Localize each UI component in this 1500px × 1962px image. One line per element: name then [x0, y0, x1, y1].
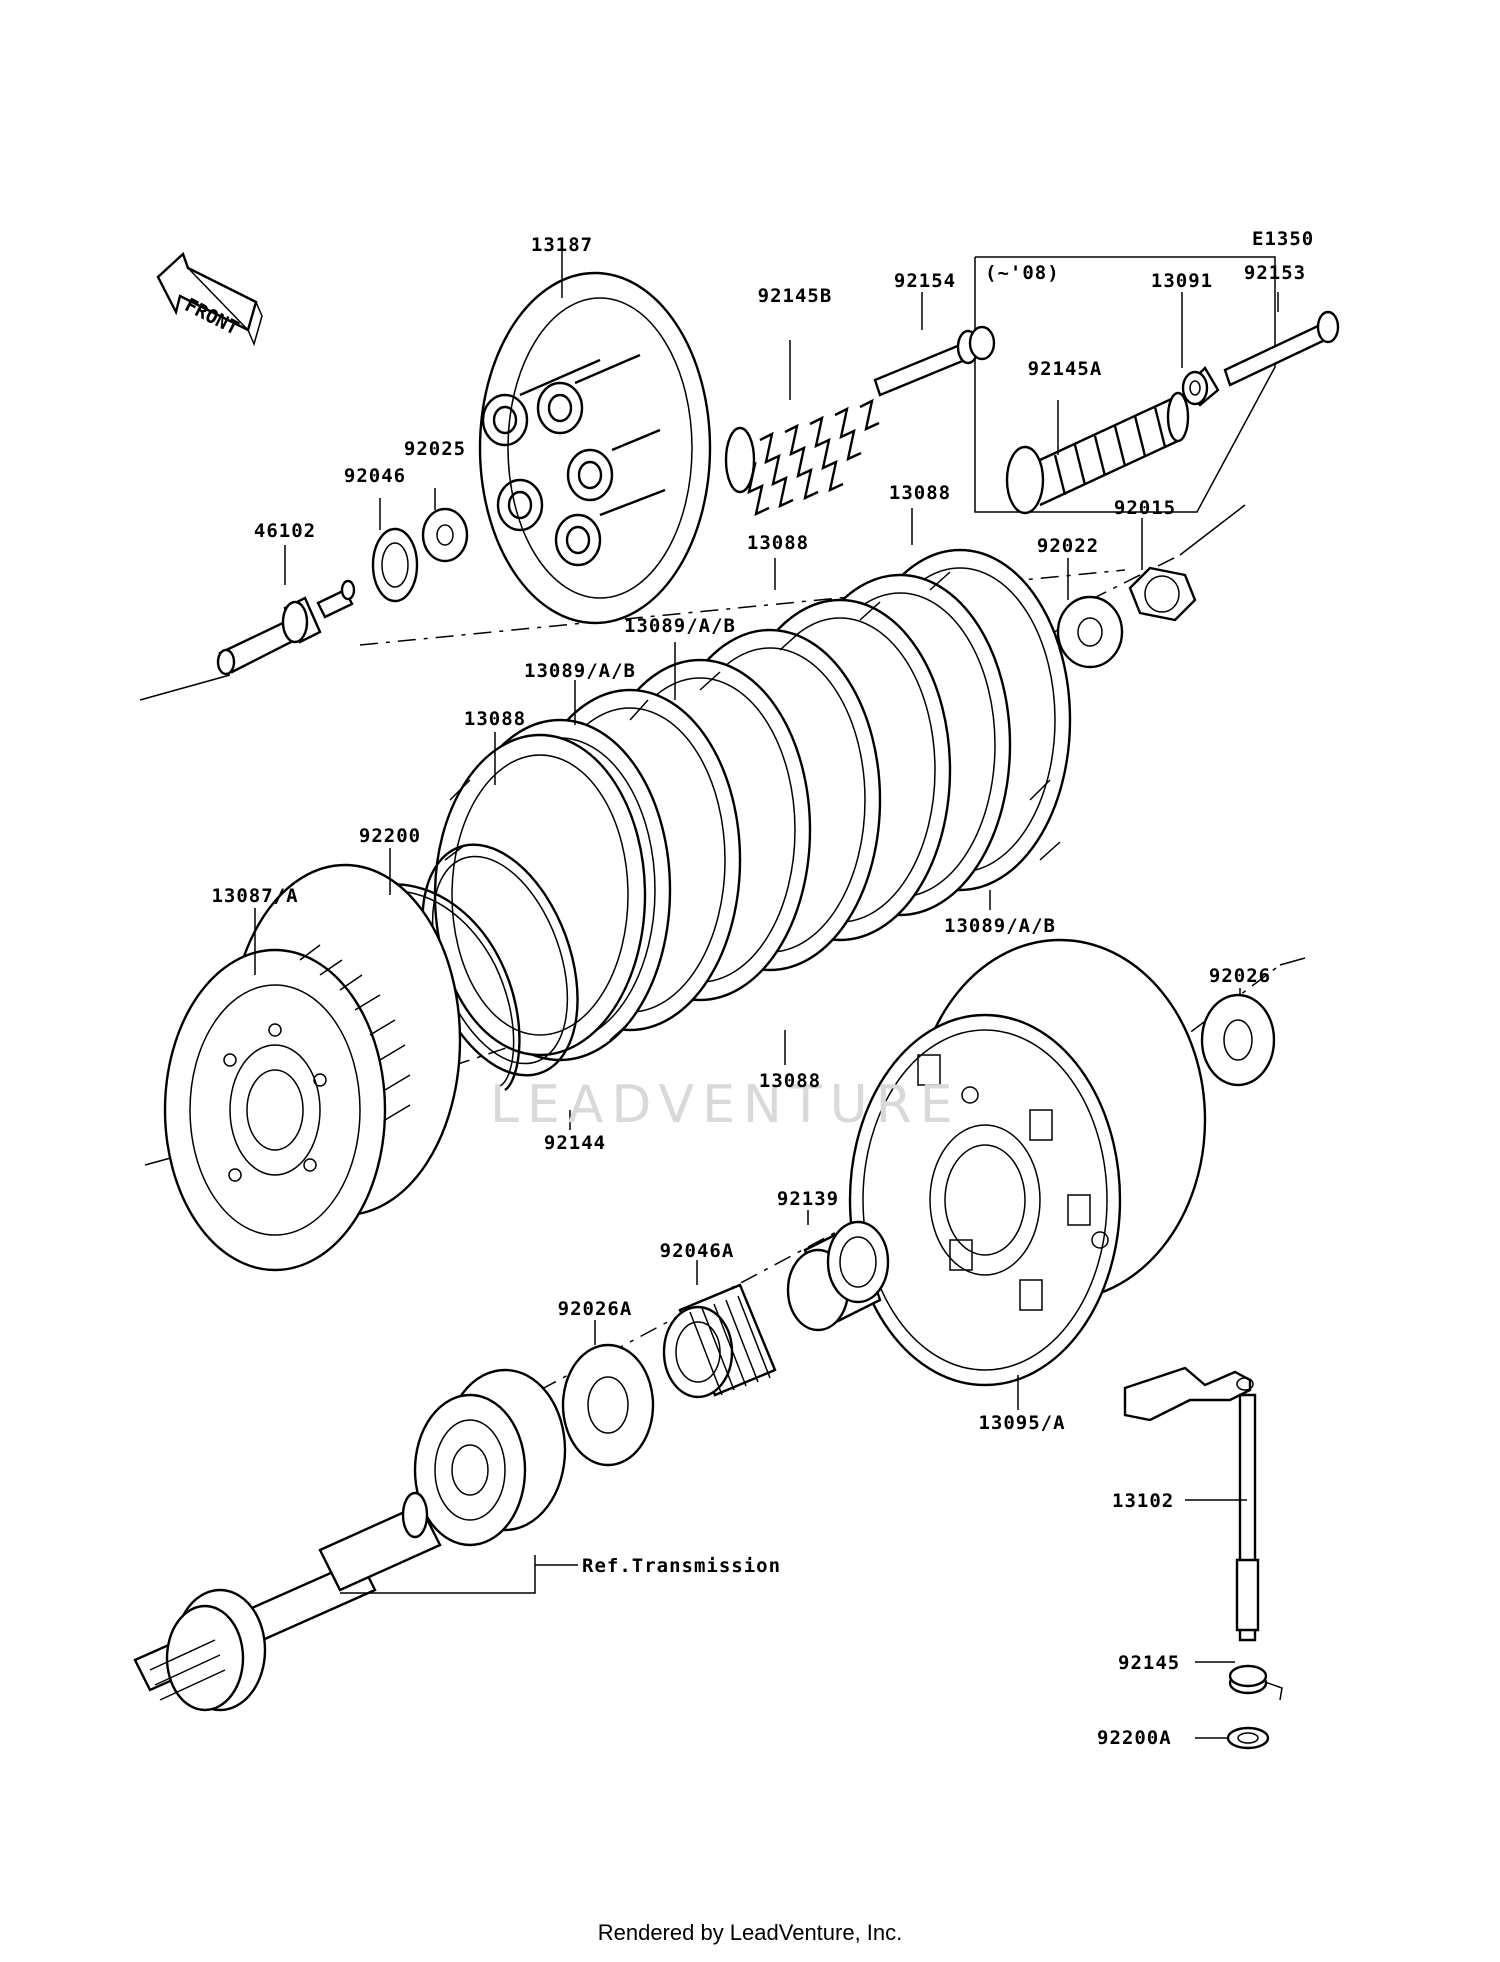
part-label-92139[interactable]: 92139 — [776, 1188, 840, 1210]
bolt-92153 — [1223, 310, 1340, 387]
watermark: LEADVENTURE — [490, 1075, 961, 1135]
nut-92015 — [1128, 566, 1197, 622]
pushrod-46102 — [216, 579, 356, 676]
part-label-46102[interactable]: 46102 — [253, 520, 317, 542]
ball-bearing — [413, 1368, 567, 1547]
clutch-hub-13087 — [163, 863, 462, 1272]
part-label-92046A[interactable]: 92046A — [659, 1240, 735, 1262]
washer-92026A — [561, 1343, 655, 1467]
part-label-92145[interactable]: 92145 — [1118, 1652, 1181, 1674]
transmission-shaft — [133, 1491, 442, 1712]
part-label-92200A[interactable]: 92200A — [1097, 1727, 1172, 1749]
part-label-13088-upper[interactable]: 13088 — [746, 532, 810, 554]
part-label-92022[interactable]: 92022 — [1036, 535, 1100, 557]
part-label-92200[interactable]: 92200 — [358, 825, 422, 847]
clutch-housing-13095 — [848, 938, 1207, 1387]
friction-plate-stack — [433, 548, 1072, 1062]
needle-bearing-92046A — [662, 1283, 777, 1399]
sleeve-92139 — [786, 1220, 890, 1332]
part-label-92153[interactable]: 92153 — [1243, 262, 1307, 284]
spring-92145B — [724, 398, 880, 517]
part-label-13088-top[interactable]: 13088 — [888, 482, 952, 504]
bolt-92154 — [873, 325, 996, 397]
washer-92026 — [1200, 993, 1276, 1087]
variant-box — [974, 256, 1276, 513]
part-label-13089-b[interactable]: 13089/A/B — [524, 660, 636, 682]
spring-92145A — [1005, 391, 1190, 515]
variant-note: (~'08) — [985, 262, 1060, 284]
diagram-code: E1350 — [1252, 228, 1315, 250]
leader-lines — [254, 250, 1279, 1739]
part-label-13087[interactable]: 13087/A — [211, 885, 299, 907]
needle-bearing-92046 — [371, 527, 419, 603]
part-label-13187[interactable]: 13187 — [530, 234, 594, 256]
part-label-13102[interactable]: 13102 — [1112, 1490, 1175, 1512]
release-shaft-13102 — [1123, 1366, 1260, 1642]
part-label-92144[interactable]: 92144 — [543, 1132, 607, 1154]
front-direction-arrow: FRONT — [156, 251, 263, 347]
footer-credit: Rendered by LeadVenture, Inc. — [597, 1920, 903, 1945]
part-label-92145B[interactable]: 92145B — [757, 285, 833, 307]
washer-92200A — [1226, 1726, 1270, 1750]
part-label-92026[interactable]: 92026 — [1208, 965, 1272, 987]
part-label-13091[interactable]: 13091 — [1150, 270, 1214, 292]
part-label-13089-c[interactable]: 13089/A/B — [944, 915, 1056, 937]
part-label-92026A[interactable]: 92026A — [557, 1298, 633, 1320]
washer-92022 — [1056, 595, 1124, 669]
part-label-13088-left[interactable]: 13088 — [463, 708, 527, 730]
part-label-13095[interactable]: 13095/A — [978, 1412, 1066, 1434]
part-label-13089-a[interactable]: 13089/A/B — [624, 615, 736, 637]
part-label-13088-bottom[interactable]: 13088 — [758, 1070, 822, 1092]
ref-transmission-label[interactable]: Ref.Transmission — [582, 1555, 782, 1577]
part-label-92154[interactable]: 92154 — [893, 270, 957, 292]
collar-13091 — [1181, 366, 1220, 407]
pressure-plate-13187 — [478, 271, 712, 625]
part-label-92015[interactable]: 92015 — [1113, 497, 1177, 519]
part-label-92145A[interactable]: 92145A — [1027, 358, 1103, 380]
part-label-92025[interactable]: 92025 — [403, 438, 467, 460]
washer-92025 — [421, 507, 469, 563]
spring-92145 — [1228, 1664, 1283, 1701]
part-label-92046[interactable]: 92046 — [343, 465, 407, 487]
